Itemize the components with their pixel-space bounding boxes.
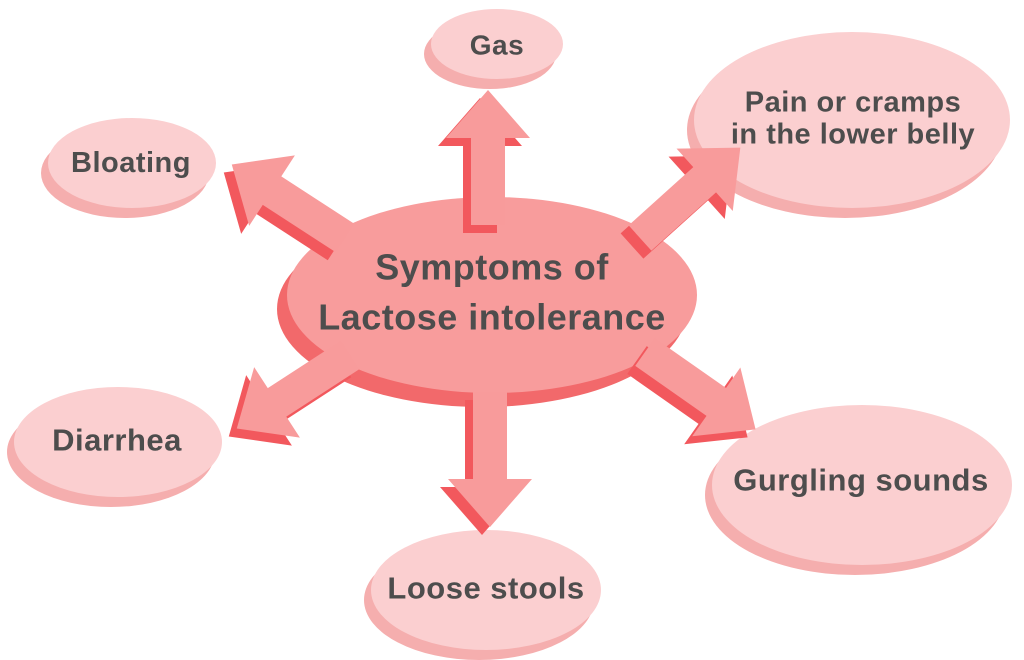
- node-bloating-label: Bloating: [71, 146, 191, 179]
- node-gurgling-ellipse: [712, 405, 1012, 565]
- node-gurgling-label: Gurgling sounds: [733, 462, 989, 498]
- node-gurgling-bubble: [705, 405, 1012, 575]
- node-pain-label-line2: in the lower belly: [730, 119, 976, 151]
- node-diarrhea-ellipse: [14, 387, 222, 497]
- node-bloating-ellipse: [48, 118, 216, 208]
- node-pain-ellipse: [694, 32, 1010, 208]
- node-loose-stools-bubble: [364, 530, 601, 660]
- node-gas-bubble: [424, 9, 563, 89]
- node-pain-bubble: [687, 32, 1010, 218]
- center-title-line2: Lactose intolerance: [318, 296, 666, 337]
- center-title: Symptoms of Lactose intolerance: [318, 242, 666, 341]
- center-bubble: [277, 197, 697, 407]
- node-pain-label: Pain or cramps in the lower belly: [731, 87, 975, 152]
- node-loose-stools-label: Loose stools: [387, 570, 585, 606]
- center-ellipse: [287, 197, 697, 393]
- node-diarrhea-bubble: [7, 387, 222, 507]
- arrow-down: [440, 392, 532, 535]
- node-pain-label-line1: Pain or cramps: [744, 86, 962, 119]
- node-loose-stools-ellipse: [371, 530, 601, 650]
- node-diarrhea-label: Diarrhea: [52, 422, 182, 458]
- node-bloating-bubble: [41, 118, 216, 218]
- node-gas-label: Gas: [469, 29, 525, 61]
- center-title-line1: Symptoms of: [375, 246, 609, 288]
- node-gas-ellipse: [431, 9, 563, 79]
